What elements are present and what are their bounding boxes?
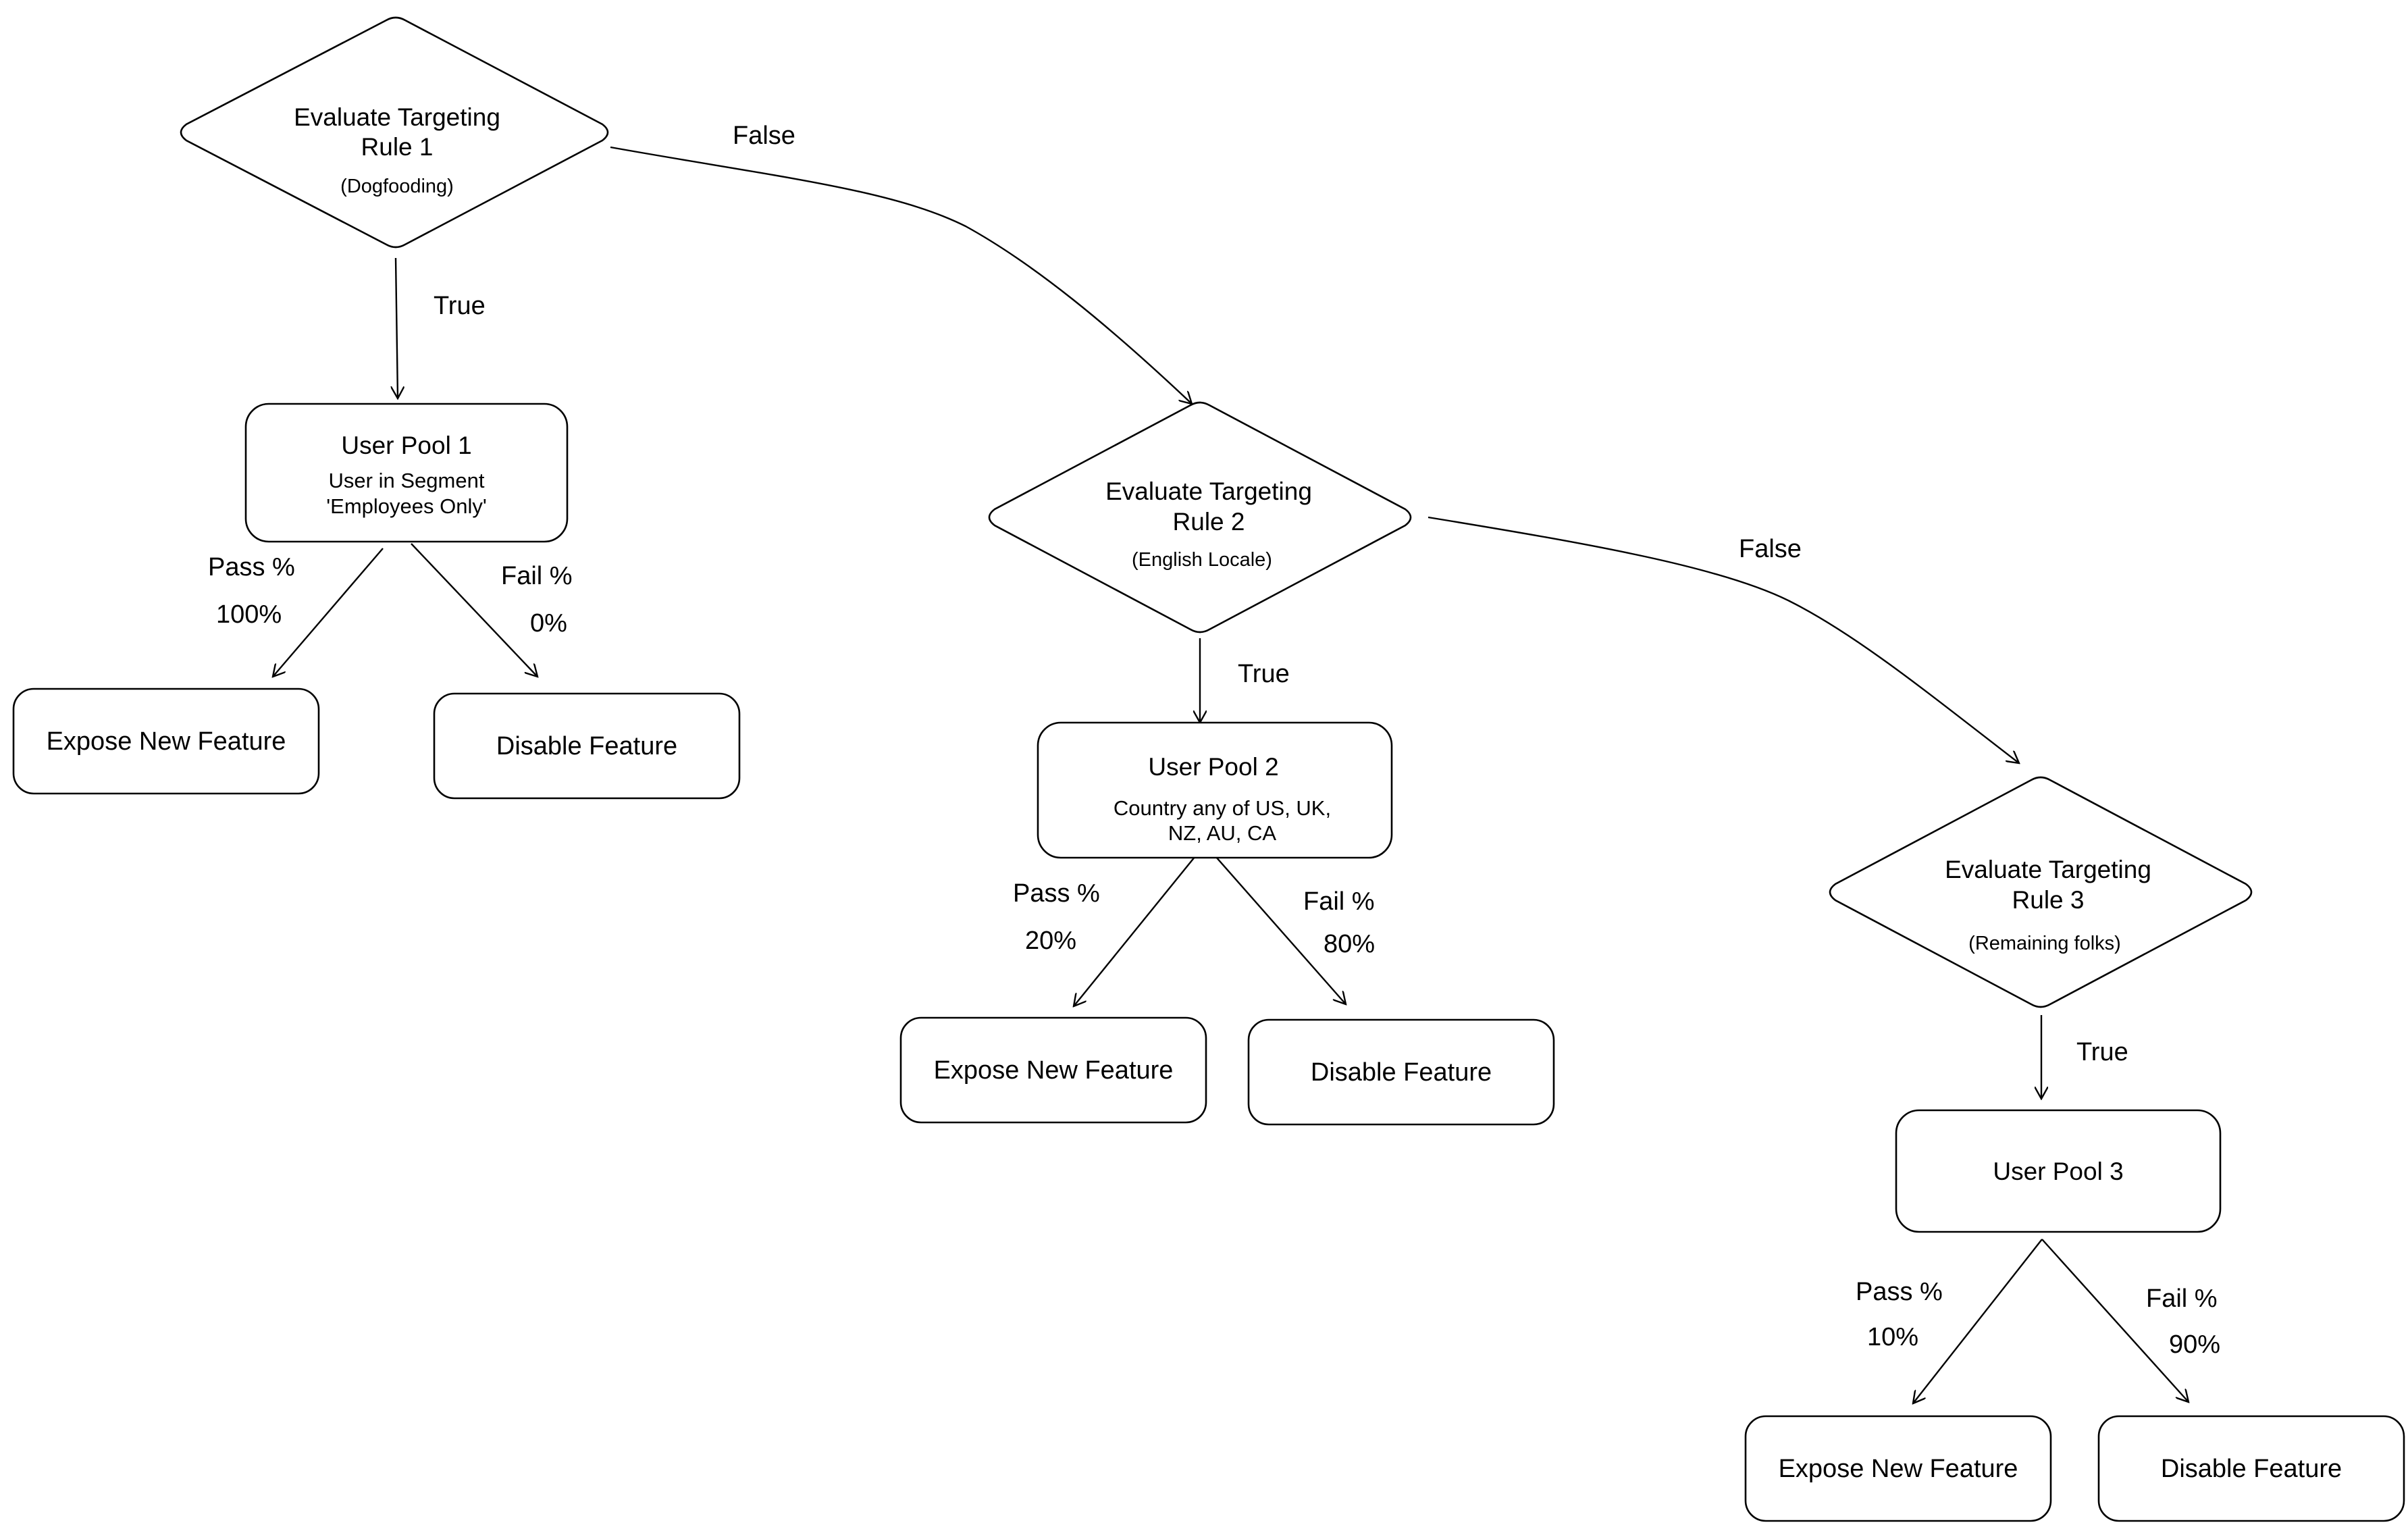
outcome-disable-3-label: Disable Feature	[2161, 1455, 2342, 1483]
rule-2-title-line2: Rule 2	[1173, 508, 1245, 536]
rule-1-note: (Dogfooding)	[340, 176, 454, 197]
user-pool-2-detail-line2: NZ, AU, CA	[1168, 821, 1277, 845]
edge-pool1-fail	[411, 543, 538, 677]
edge-pool1-pass	[273, 548, 384, 677]
pool3-pass-label: Pass %	[1856, 1278, 1943, 1306]
rule-3-title-line2: Rule 3	[2012, 886, 2085, 914]
user-pool-1-detail-line1: User in Segment	[329, 469, 485, 492]
pool3-fail-value: 90%	[2169, 1330, 2220, 1359]
pool2-pass-value: 20%	[1025, 927, 1076, 955]
user-pool-3-title: User Pool 3	[1993, 1158, 2123, 1185]
edge-pool2-fail	[1215, 856, 1346, 1004]
rule-2-title-line1: Evaluate Targeting	[1105, 477, 1312, 505]
edge-rule2-false	[1428, 516, 2019, 763]
pool2-fail-value: 80%	[1324, 930, 1375, 958]
rule-1-title-line2: Rule 1	[361, 133, 434, 161]
outcome-disable-2[interactable]: Disable Feature	[1247, 1018, 1555, 1126]
user-pool-3[interactable]: User Pool 3	[1895, 1109, 2222, 1233]
outcome-disable-2-label: Disable Feature	[1311, 1058, 1492, 1087]
outcome-expose-2-label: Expose New Feature	[934, 1056, 1174, 1085]
pool1-fail-value: 0%	[530, 609, 567, 638]
edge-labels: True False True False True Pass % 100% F…	[208, 122, 2220, 1359]
user-pool-2[interactable]: User Pool 2 Country any of US, UK, NZ, A…	[1037, 721, 1393, 859]
edge-pool2-pass	[1074, 856, 1196, 1006]
user-pool-1-detail-line2: 'Employees Only'	[326, 494, 487, 518]
pool3-fail-label: Fail %	[2146, 1285, 2218, 1313]
decision-rule-1[interactable]: Evaluate Targeting Rule 1 (Dogfooding)	[180, 16, 609, 249]
pool1-pass-value: 100%	[216, 600, 282, 629]
edges	[273, 146, 2189, 1403]
outcome-expose-3[interactable]: Expose New Feature	[1744, 1415, 2052, 1522]
rule-3-title-line1: Evaluate Targeting	[1945, 856, 2151, 883]
rule-1-title-line1: Evaluate Targeting	[294, 103, 500, 131]
pool1-fail-label: Fail %	[501, 562, 573, 590]
label-rule1-false: False	[733, 122, 795, 150]
edge-pool3-pass	[1913, 1239, 2043, 1403]
outcome-expose-1-label: Expose New Feature	[47, 727, 286, 756]
outcome-disable-3[interactable]: Disable Feature	[2097, 1415, 2405, 1522]
edge-rule1-true	[396, 257, 398, 398]
user-pool-1[interactable]: User Pool 1 User in Segment 'Employees O…	[244, 403, 569, 543]
rule-3-note: (Remaining folks)	[1968, 933, 2121, 954]
edge-pool3-fail	[2041, 1239, 2189, 1402]
outcome-disable-1[interactable]: Disable Feature	[433, 692, 741, 800]
pool2-fail-label: Fail %	[1303, 887, 1375, 916]
label-rule3-true: True	[2076, 1038, 2128, 1066]
edge-rule1-false	[610, 146, 1192, 404]
pool3-pass-value: 10%	[1867, 1323, 1918, 1351]
label-rule2-true: True	[1238, 660, 1290, 688]
decision-rule-3[interactable]: Evaluate Targeting Rule 3 (Remaining fol…	[1829, 776, 2253, 1008]
pool2-pass-label: Pass %	[1013, 879, 1100, 908]
pool1-pass-label: Pass %	[208, 553, 295, 581]
outcome-expose-1[interactable]: Expose New Feature	[12, 688, 320, 795]
outcome-expose-3-label: Expose New Feature	[1779, 1455, 2018, 1483]
user-pool-1-title: User Pool 1	[341, 432, 471, 459]
outcome-disable-1-label: Disable Feature	[496, 732, 677, 760]
outcome-expose-2[interactable]: Expose New Feature	[899, 1016, 1207, 1124]
decision-rule-2[interactable]: Evaluate Targeting Rule 2 (English Local…	[988, 401, 1412, 633]
label-rule1-true: True	[434, 292, 486, 320]
user-pool-2-title: User Pool 2	[1148, 753, 1278, 781]
label-rule2-false: False	[1739, 535, 1802, 563]
user-pool-2-detail-line1: Country any of US, UK,	[1114, 796, 1331, 820]
rule-2-note: (English Locale)	[1132, 549, 1272, 571]
